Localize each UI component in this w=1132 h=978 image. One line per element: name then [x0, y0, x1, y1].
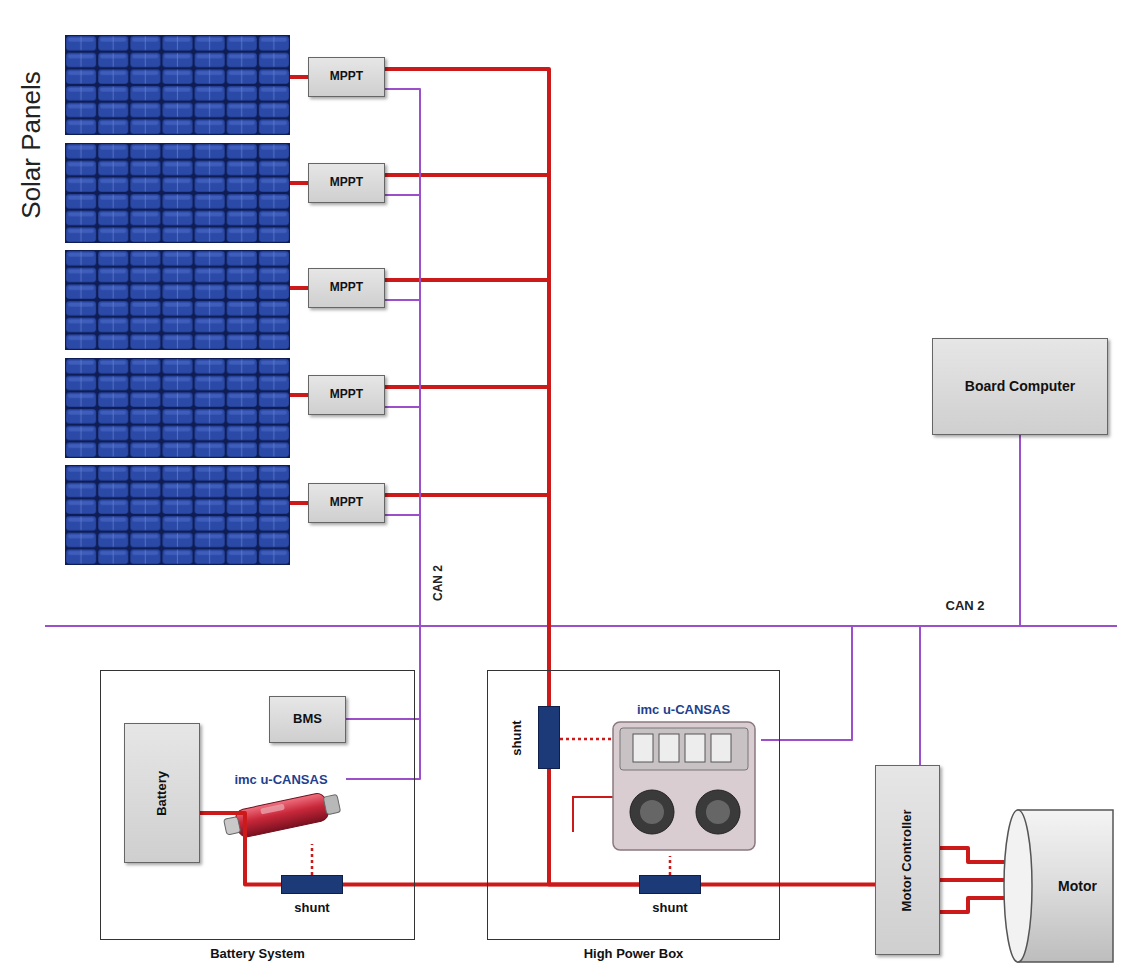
shunt-label: shunt [652, 901, 687, 916]
power-cable [940, 848, 1004, 862]
motor: Motor [1000, 810, 1115, 962]
power-cable [940, 878, 1004, 882]
battery-box: Battery [124, 723, 200, 863]
measurement-link [669, 856, 672, 875]
power-cable [940, 898, 1004, 912]
ucansas-module [613, 722, 755, 850]
power-cable [200, 813, 281, 885]
can-bus-line [346, 719, 420, 779]
power-cable [549, 769, 639, 885]
system-group: High Power Boxshuntimc u-CANSASshunt [487, 670, 780, 940]
controller-box: Motor Controller [875, 765, 940, 955]
power-cable [385, 280, 549, 706]
power-cable [385, 175, 549, 706]
module-label: imc u-CANSAS [234, 773, 327, 788]
measurement-module: imc u-CANSAS [606, 701, 761, 856]
solar-panel [65, 143, 290, 243]
can-bus-line [761, 435, 1020, 740]
solar-panel [65, 35, 290, 135]
mppt-box: MPPT [308, 57, 385, 97]
power-cable [290, 286, 309, 290]
mppt-box: MPPT [308, 163, 385, 203]
power-cable [385, 387, 549, 706]
power-cable [701, 883, 875, 887]
mppt-box: MPPT [308, 268, 385, 308]
power-cable [385, 495, 549, 706]
solar-panel [65, 358, 290, 458]
box-label: Battery [155, 771, 170, 816]
box-label: BMS [293, 712, 322, 727]
motor-cylinder [1004, 810, 1113, 962]
solar-panel [65, 250, 290, 350]
power-cable [385, 69, 549, 706]
system-group: Battery SystemBatteryBMSimc u-CANSASshun… [100, 670, 415, 940]
shunt-label: shunt [294, 901, 329, 916]
box-label: MPPT [330, 388, 363, 402]
computer-box: Board Computer [932, 338, 1108, 435]
shunt-label: shunt [510, 720, 525, 755]
voltage-tap [573, 797, 613, 832]
box-label: MPPT [330, 70, 363, 84]
shunt-resistor: shunt [281, 875, 343, 894]
can-bus-line [920, 435, 1020, 765]
panel-cables [290, 77, 309, 503]
mppt-box: MPPT [308, 483, 385, 523]
can-bus-line [346, 515, 420, 719]
can-bus-line [346, 407, 420, 719]
ucansas-module [222, 789, 341, 841]
box-label: MPPT [330, 281, 363, 295]
box-label: Motor Controller [900, 809, 915, 911]
bms-box: BMS [269, 696, 346, 743]
box-label: Board Computer [965, 378, 1075, 394]
power-cable [290, 181, 309, 185]
shunt-resistor: shunt [538, 706, 560, 769]
power-cable [290, 75, 309, 79]
module-label: imc u-CANSAS [637, 703, 730, 718]
box-label: MPPT [330, 176, 363, 190]
power-cable [290, 393, 309, 397]
bus-label: CAN 2 [945, 599, 984, 614]
motor-label: Motor [1058, 878, 1097, 894]
panel-group-label: Solar Panels [17, 71, 47, 218]
measurement-link [560, 738, 614, 741]
measurement-module: imc u-CANSAS [216, 771, 346, 841]
group-title: Battery System [210, 947, 305, 962]
solar-panel [65, 465, 290, 565]
power-cable [290, 501, 309, 505]
shunt-resistor: shunt [639, 875, 701, 894]
group-title: High Power Box [584, 947, 684, 962]
mppt-box: MPPT [308, 375, 385, 415]
measurement-link [311, 844, 314, 875]
solar-panels [65, 35, 290, 565]
bus-label: CAN 2 [432, 565, 446, 601]
box-label: MPPT [330, 496, 363, 510]
